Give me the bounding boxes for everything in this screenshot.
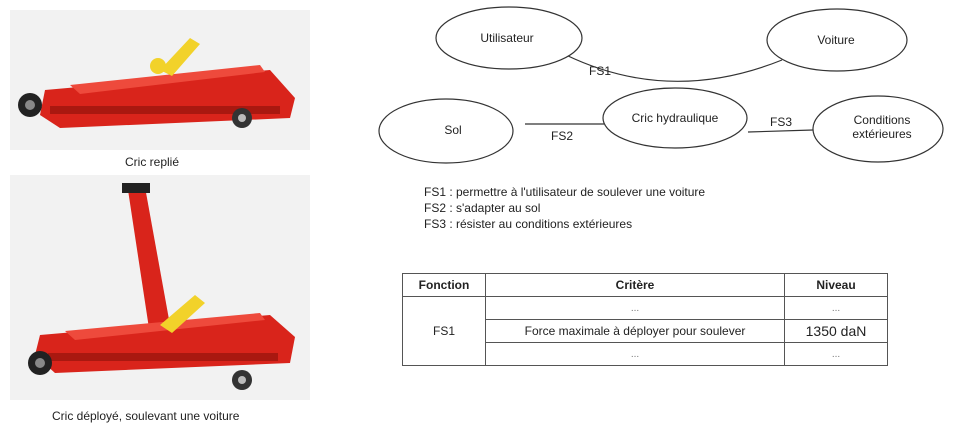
function-legend: FS1 : permettre à l'utilisateur de soule… [424,184,705,232]
label-sol: Sol [444,123,461,137]
cell-critere: ... [485,296,785,320]
link-fs1 [565,54,783,82]
caption-deployed: Cric déployé, soulevant une voiture [52,409,240,423]
label-conditions-1: Conditions [854,113,911,127]
table-header-row: Fonction Critère Niveau [402,273,888,297]
label-voiture: Voiture [817,33,855,47]
cell-niveau: ... [784,342,888,366]
header-critere: Critère [485,273,785,297]
link-label-fs1: FS1 [589,64,611,78]
link-fs3 [747,129,814,133]
header-niveau: Niveau [784,273,888,297]
cell-critere: ... [485,342,785,366]
legend-fs1: FS1 : permettre à l'utilisateur de soule… [424,185,706,199]
link-label-fs3: FS3 [770,115,792,129]
spec-table: Fonction Critère Niveau FS1 ... ... Forc… [402,273,888,366]
label-conditions-2: extérieures [852,127,911,141]
node-cric [602,87,748,149]
legend-fs2: FS2 : s'adapter au sol [424,201,541,215]
caption-folded: Cric replié [125,155,180,169]
node-sol [378,98,514,164]
interaction-diagram: Utilisateur Voiture Sol Cric hydraulique… [378,6,944,164]
node-voiture [766,8,908,72]
photo-jack-deployed [10,175,310,400]
table-row: FS1 ... ... [402,296,888,366]
node-conditions [812,95,944,163]
header-fonction: Fonction [402,273,486,297]
cell-niveau: 1350 daN [784,319,888,343]
handle-icon [160,38,200,76]
link-label-fs2: FS2 [551,129,573,143]
photo-jack-folded [10,10,310,150]
cell-niveau: ... [784,296,888,320]
handle-icon [160,295,205,333]
table-row: ... ... [403,342,888,366]
label-cric: Cric hydraulique [632,111,719,125]
legend-fs3: FS3 : résister au conditions extérieures [424,217,633,231]
cell-fonction: FS1 [402,296,486,366]
node-utilisateur [435,6,583,70]
label-utilisateur: Utilisateur [480,31,533,45]
cell-critere: Force maximale à déployer pour soulever [485,319,785,343]
table-row: Force maximale à déployer pour soulever … [403,319,888,343]
